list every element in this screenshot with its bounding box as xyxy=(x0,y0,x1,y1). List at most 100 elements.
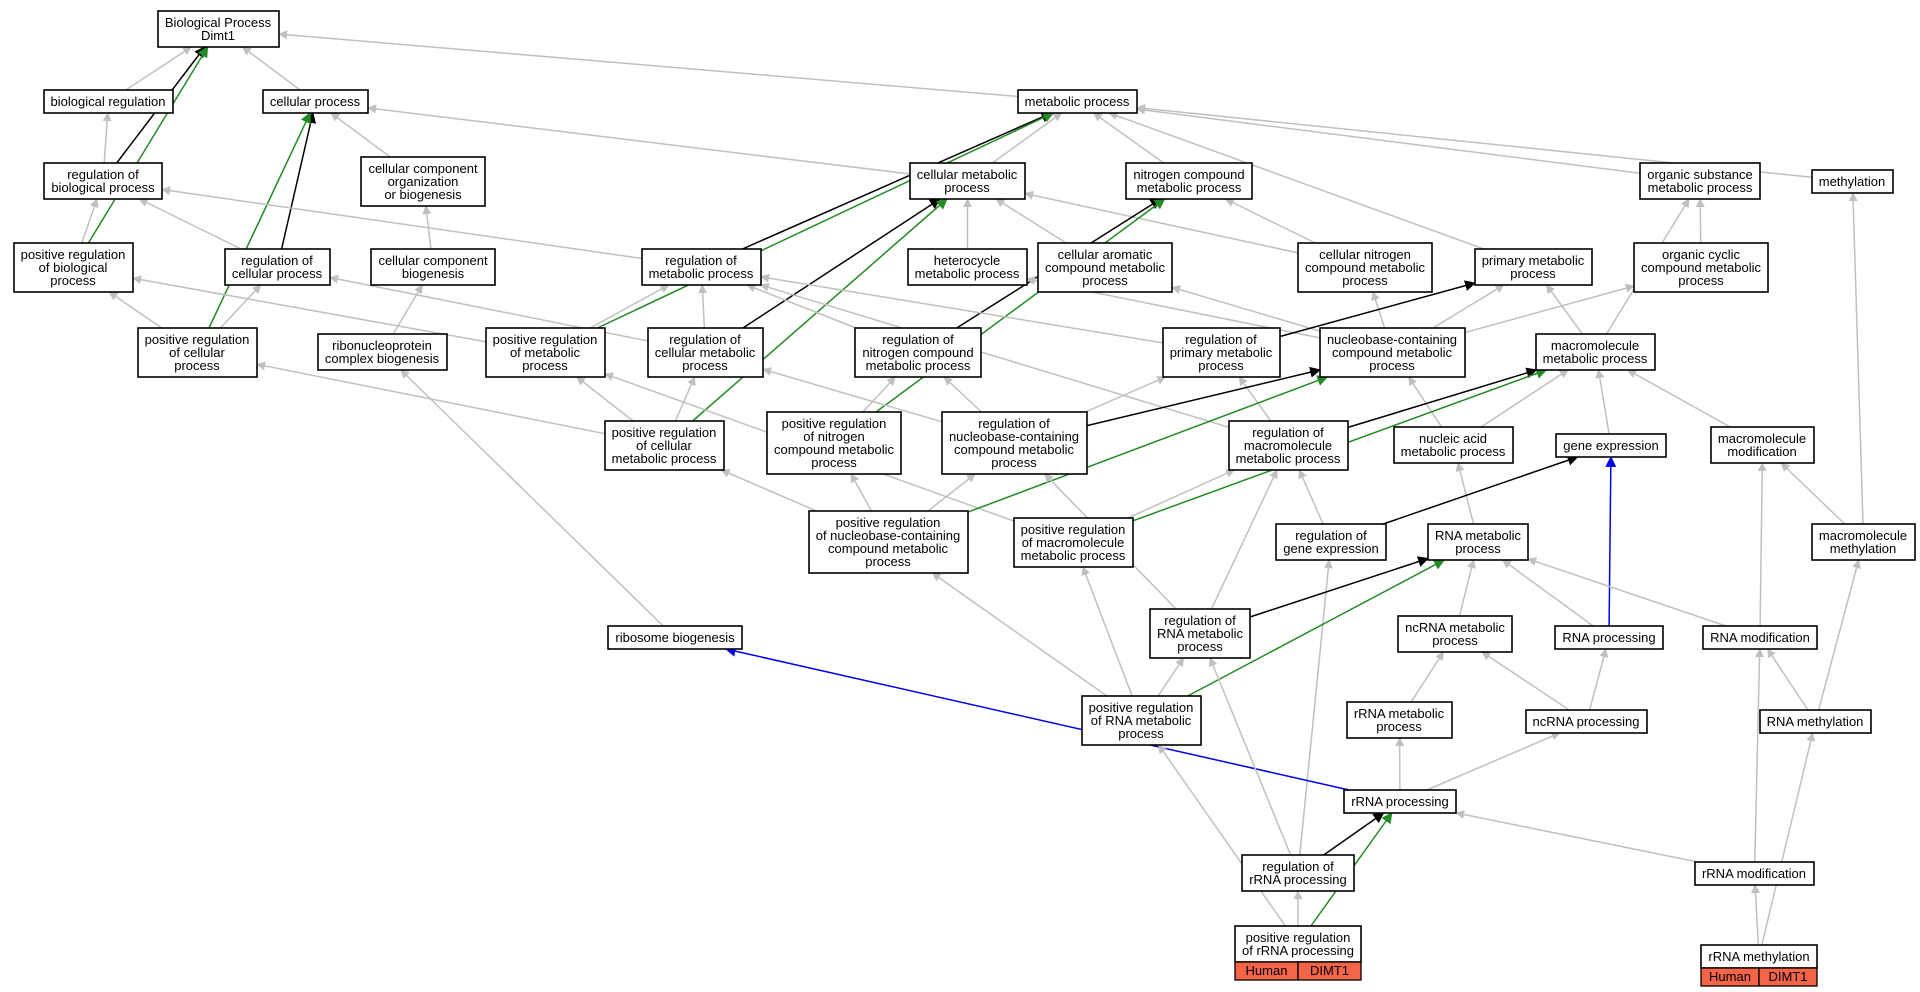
term-node-label: process xyxy=(682,358,728,373)
edge-regge-to-ge xyxy=(1382,455,1579,525)
annotation-species-cell: Human xyxy=(1234,961,1299,981)
term-node-regnbcmp[interactable]: regulation ofnucleobase-containingcompou… xyxy=(941,411,1088,475)
term-node-label: macromolecule xyxy=(1819,528,1907,543)
edge-regcp-to-regbp xyxy=(138,198,242,250)
term-node-rnamod[interactable]: RNA modification xyxy=(1702,625,1818,650)
edge-prrnamp-to-rnamp xyxy=(1187,559,1446,697)
edge-ncrnaproc-to-ncrnamp xyxy=(1481,651,1570,711)
term-node-cp[interactable]: cellular process xyxy=(262,89,369,114)
term-node-label: methylation xyxy=(1830,541,1896,556)
term-node-label: rRNA processing xyxy=(1249,872,1347,887)
term-node-label: regulation of xyxy=(1185,332,1257,347)
term-node-box xyxy=(766,411,902,475)
term-node-ncrnaproc[interactable]: ncRNA processing xyxy=(1525,709,1648,734)
term-node-label: Biological Process xyxy=(165,15,272,30)
term-node-label: process xyxy=(50,273,96,288)
edge-rnamod-to-rnamp xyxy=(1527,557,1727,627)
term-node-ribo[interactable]: ribosome biogenesis xyxy=(607,625,743,650)
term-node-rrnamod[interactable]: rRNA modification xyxy=(1694,861,1815,886)
term-node-label: regulation of xyxy=(978,416,1050,431)
term-node-rrnameth[interactable]: rRNA methylation xyxy=(1700,944,1818,969)
term-node-label: modification xyxy=(1727,444,1796,459)
term-node-box xyxy=(1013,517,1134,568)
edges-layer xyxy=(81,30,1864,946)
term-node-label: nitrogen compound xyxy=(1133,167,1244,182)
term-node-label: positive regulation xyxy=(1246,930,1351,945)
term-node-box xyxy=(1811,169,1894,194)
term-node-meth[interactable]: methylation xyxy=(1811,169,1894,194)
edge-prrrnap-to-prrnamp xyxy=(1158,744,1287,927)
edge-ccob-to-cp xyxy=(330,112,391,158)
edge-regncmp-to-regmp xyxy=(746,283,857,329)
edge-cacmp-to-cmp xyxy=(995,198,1067,244)
term-node-box xyxy=(1759,709,1872,734)
term-node-box xyxy=(1234,925,1362,963)
term-node-label: process xyxy=(1432,633,1478,648)
term-node-label: primary metabolic xyxy=(1482,253,1585,268)
edge-regrrnap-to-rrnaproc xyxy=(1323,812,1385,856)
term-node-label: of cellular xyxy=(636,438,692,453)
term-node-rnaproc[interactable]: RNA processing xyxy=(1554,625,1664,650)
term-node-box xyxy=(1081,695,1202,746)
edge-prcmp-to-cmp xyxy=(692,198,948,422)
term-node-label: ribonucleoprotein xyxy=(332,338,432,353)
term-node-ge[interactable]: gene expression xyxy=(1555,433,1667,458)
term-node-label: nucleic acid xyxy=(1419,431,1487,446)
term-node-breg[interactable]: biological regulation xyxy=(43,89,174,114)
edge-prncmp-to-ncmp xyxy=(875,198,1166,413)
term-node-rrnaproc[interactable]: rRNA processing xyxy=(1343,789,1457,814)
term-node-label: metabolic process xyxy=(1401,444,1506,459)
edge-prrnamp-to-prmacmp xyxy=(1081,566,1133,697)
term-node-rnameth[interactable]: RNA methylation xyxy=(1759,709,1872,734)
term-node-mp[interactable]: metabolic process xyxy=(1017,89,1138,114)
edge-nacmp-to-nbcmp xyxy=(1408,376,1443,428)
term-node-label: process xyxy=(811,455,857,470)
term-node-label: regulation of xyxy=(1164,613,1236,628)
term-node-box xyxy=(1474,248,1593,286)
edge-regcmp-to-cmp xyxy=(742,198,941,329)
term-node-label: process xyxy=(522,358,568,373)
edge-prrnamp-to-prnbcmp xyxy=(931,572,1108,697)
term-node-label: process xyxy=(1678,273,1724,288)
term-node-label: metabolic process xyxy=(1025,94,1130,109)
